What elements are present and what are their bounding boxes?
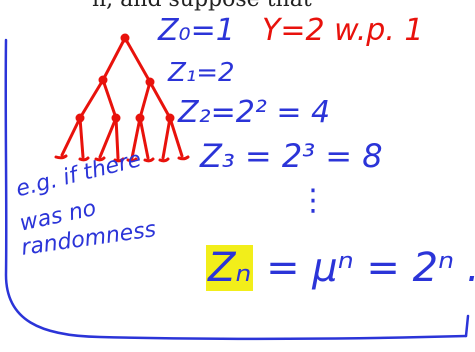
zn-equation-rest: = μⁿ = 2ⁿ .	[266, 245, 475, 291]
tree-leaf-tick	[143, 157, 155, 163]
tree-leaf-tick	[113, 157, 125, 163]
tree-edge	[168, 116, 184, 158]
tree-edge	[60, 116, 82, 157]
tree-node	[135, 113, 145, 123]
tree-node	[75, 113, 85, 123]
hand-drawn-frame	[4, 38, 468, 341]
tree-leaf-tick	[78, 156, 90, 162]
branching-tree	[54, 36, 190, 163]
tree-leaf-tick	[177, 155, 190, 161]
printed-text-fragment: n, and suppose that	[92, 0, 422, 13]
tree-leaf-tick	[126, 157, 138, 163]
tree-edge	[114, 116, 120, 160]
tree-edge	[101, 78, 118, 120]
tree-edge	[148, 80, 172, 120]
tree-nodes	[75, 33, 175, 123]
tree-leaf-tick	[158, 157, 170, 163]
tree-edge	[98, 116, 118, 159]
tree-node	[145, 77, 155, 87]
y-offspring-rule: Y=2 w.p. 1	[262, 13, 424, 48]
tree-edge	[78, 116, 85, 159]
frame-corner-tick	[464, 314, 470, 338]
tree-node	[120, 33, 130, 43]
tree-node	[165, 113, 175, 123]
tree-edge	[138, 80, 152, 120]
tree-edge	[161, 116, 172, 160]
vertical-ellipsis: ⋮	[298, 183, 328, 218]
z3-equation: Z₃ = 2³ = 8	[200, 137, 383, 175]
z2-equation: Z₂=2² = 4	[178, 95, 331, 130]
zn-line: Zₙ = μⁿ = 2ⁿ .	[206, 245, 475, 291]
tree-edge	[123, 36, 152, 84]
tree-leaf-tick	[54, 154, 68, 160]
tree-edge	[101, 36, 127, 82]
tree-edge	[78, 78, 105, 120]
z1-equation: Z₁=2	[168, 58, 235, 88]
tree-edge	[130, 116, 142, 160]
zn-highlighted-symbol: Zₙ	[206, 245, 254, 291]
tree-edge	[138, 116, 150, 160]
tree-node	[98, 75, 108, 85]
z0-equation: Z₀=1	[158, 13, 235, 48]
tree-node	[111, 113, 121, 123]
tree-leaf-tick	[94, 156, 106, 162]
